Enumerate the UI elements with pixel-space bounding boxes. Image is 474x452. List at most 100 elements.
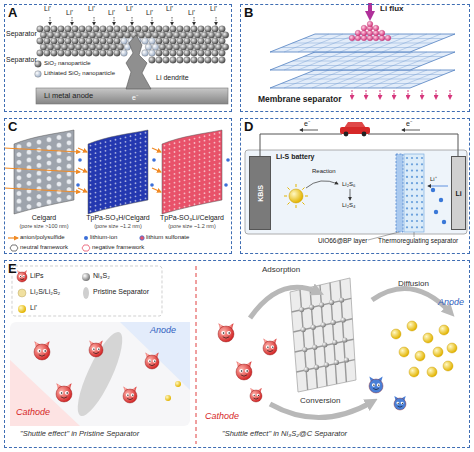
mouth — [20, 278, 24, 280]
legend-sample — [18, 305, 26, 313]
separator-particle — [421, 188, 423, 190]
pore — [184, 158, 186, 160]
pore — [194, 203, 196, 205]
pore — [26, 204, 31, 209]
body — [369, 379, 383, 393]
pore — [100, 155, 102, 157]
figure-label: Separator — [6, 56, 37, 64]
figure-label: Li⁺ — [146, 9, 153, 17]
sio2-nanoparticle — [177, 50, 184, 57]
sio2-nanoparticle — [159, 44, 166, 51]
grid-line — [281, 83, 421, 84]
sio2-nanoparticle — [187, 32, 194, 39]
pore — [105, 146, 107, 148]
polysulfide-devil — [263, 339, 277, 355]
pore — [179, 194, 181, 196]
anion-arrow — [152, 148, 161, 152]
pore — [135, 169, 137, 171]
sio2-nanoparticle — [219, 26, 226, 33]
converted-species — [394, 396, 406, 410]
pore — [125, 172, 127, 174]
sio2-nanoparticle — [79, 26, 86, 33]
pore — [110, 144, 112, 146]
sio2-nanoparticle — [58, 26, 65, 33]
eye — [401, 402, 404, 405]
pore — [204, 192, 206, 194]
pore — [95, 174, 97, 176]
pupil — [378, 384, 379, 385]
pore — [174, 164, 176, 166]
ni3s2-particle — [341, 317, 346, 322]
pore — [36, 171, 41, 176]
pore — [140, 146, 142, 148]
pupil — [272, 346, 273, 347]
anion-arrow — [4, 188, 80, 192]
eye — [239, 369, 243, 373]
eye — [131, 393, 134, 396]
pore — [199, 141, 201, 143]
pore — [145, 154, 147, 156]
figure-label: Thermoregulating separator — [378, 237, 458, 244]
li-flux-arrow — [366, 90, 367, 99]
li-ion-sphere — [367, 30, 373, 36]
pore — [90, 153, 92, 155]
pore — [130, 175, 132, 177]
pore — [135, 139, 137, 141]
pore — [120, 177, 122, 179]
mouth — [373, 388, 379, 389]
pore — [100, 208, 102, 210]
panel-letter: E — [8, 261, 17, 276]
anion-arrow — [78, 168, 87, 172]
figure-label: Li flux — [380, 5, 404, 14]
ni3s2-particle — [309, 305, 314, 310]
pore — [174, 151, 176, 153]
legend-text: LiPs — [30, 272, 44, 280]
pore — [214, 155, 216, 157]
pore — [110, 153, 112, 155]
pore — [95, 170, 97, 172]
panel-letter: D — [244, 119, 253, 134]
sio2-nanoparticle — [198, 26, 205, 33]
ni3s2-particle — [331, 320, 336, 325]
ni3s2-particle — [332, 340, 337, 345]
sio2-nanoparticle — [212, 50, 219, 57]
pore — [95, 183, 97, 185]
pore — [110, 140, 112, 142]
pore — [214, 159, 216, 161]
pore — [115, 183, 117, 185]
pore — [110, 166, 112, 168]
pore — [90, 162, 92, 164]
pore — [135, 191, 137, 193]
body — [17, 272, 27, 282]
pore — [125, 150, 127, 152]
pore — [164, 184, 166, 186]
pore — [110, 184, 112, 186]
sio2-nanoparticle — [184, 26, 191, 33]
sio2-nanoparticle — [37, 26, 44, 33]
carbon-rod — [310, 287, 317, 388]
pore — [125, 193, 127, 195]
sun-ray — [305, 196, 308, 197]
li-ion-sphere — [355, 35, 361, 41]
pore — [199, 189, 201, 191]
separator-particle — [411, 214, 413, 216]
li-flux-arrow — [422, 90, 423, 99]
sio2-nanoparticle — [156, 26, 163, 33]
carbon-rod — [292, 298, 352, 312]
pore — [140, 181, 142, 183]
pore — [164, 171, 166, 173]
pore — [105, 207, 107, 209]
pore — [110, 197, 112, 199]
pore — [95, 161, 97, 163]
sio2-nanoparticle — [184, 57, 191, 64]
pore — [164, 193, 166, 195]
sio2-nanoparticle — [40, 32, 47, 39]
pore — [204, 175, 206, 177]
figure-label: Conversion — [300, 397, 340, 406]
body — [263, 341, 277, 355]
pore — [135, 187, 137, 189]
pore — [194, 146, 196, 148]
li-ion-sphere — [373, 25, 379, 31]
pore — [199, 193, 201, 195]
sio2-nanoparticle — [103, 32, 110, 39]
